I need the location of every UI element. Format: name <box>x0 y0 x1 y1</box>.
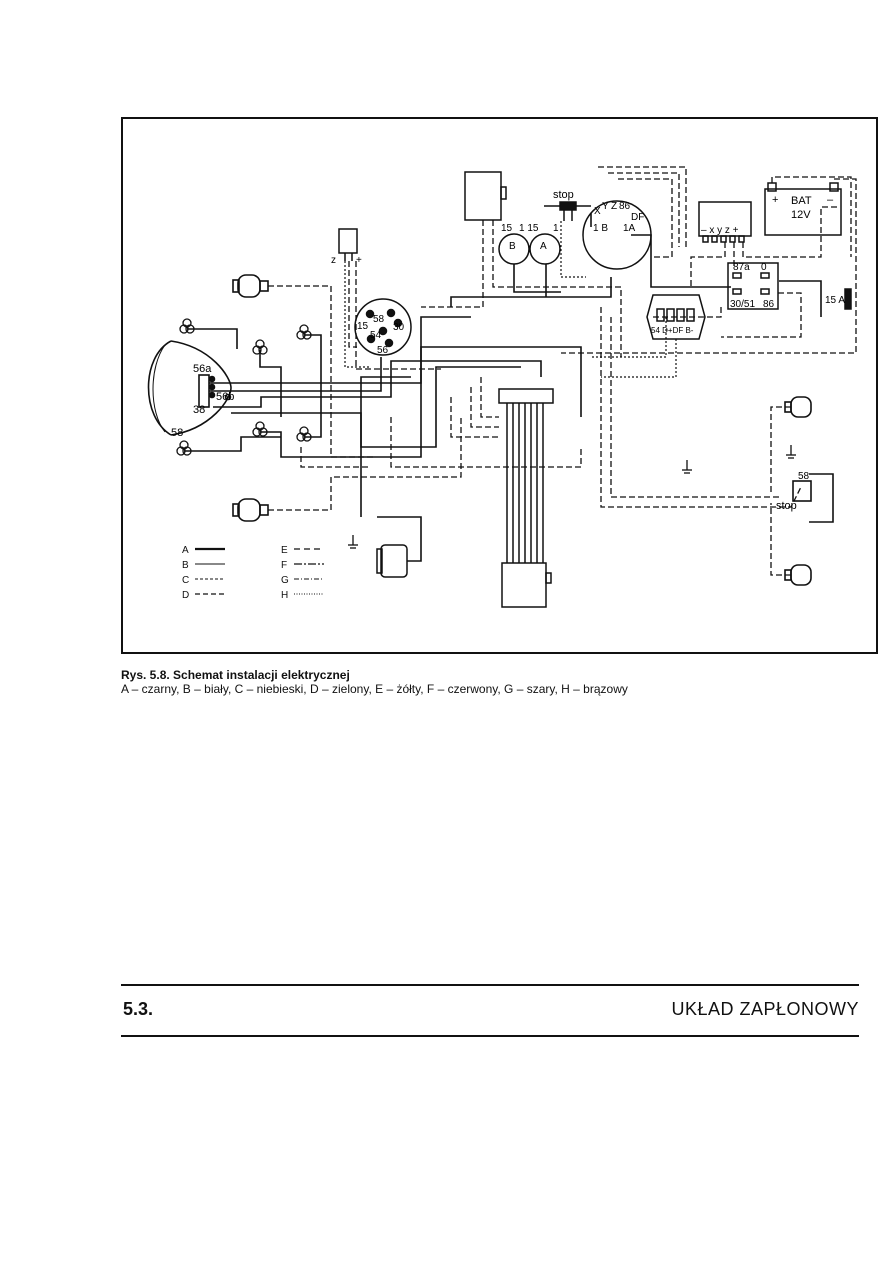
label-plus: + <box>356 255 362 266</box>
switch-label-56: 56 <box>377 345 389 356</box>
switch-label-15: 15 <box>357 321 369 332</box>
legend-key-e: E <box>281 545 288 556</box>
label-stop-bottom: stop <box>776 500 797 512</box>
gen-label-z: Z <box>611 201 617 212</box>
gen-label-x: X <box>594 206 601 217</box>
tail-lamp <box>792 473 834 523</box>
wires-dashed <box>268 166 857 576</box>
connection-block <box>646 294 706 340</box>
section-rule-bottom <box>121 1035 859 1037</box>
relay-0: 0 <box>761 262 767 273</box>
legend-key-f: F <box>281 560 287 571</box>
coil-label-1: 1 <box>553 223 559 234</box>
label-58-headlamp: 58 <box>171 427 183 439</box>
coil-label-a: A <box>540 241 547 252</box>
gen-label-1a: 1A <box>623 223 636 234</box>
legend-key-c: C <box>182 575 189 586</box>
legend-key-b: B <box>182 560 189 571</box>
gen-label-86: 86 <box>619 201 631 212</box>
label-stop-top: stop <box>553 189 574 201</box>
label-12v: 12V <box>791 209 811 221</box>
wiring-diagram-svg: 56a 56b 38 58 15 58 30 54 56 <box>121 117 878 654</box>
legend-key-h: H <box>281 590 288 601</box>
coil-label-115: 1 15 <box>519 223 539 234</box>
label-56b: 56b <box>216 391 234 403</box>
label-38: 38 <box>193 404 205 416</box>
diagram-frame <box>121 117 878 654</box>
coil-label-b: B <box>509 241 516 252</box>
label-fuse: 15 A <box>825 295 845 306</box>
switch-label-30: 30 <box>393 322 405 333</box>
legend-key-g: G <box>281 575 289 586</box>
figure-caption: Rys. 5.8. Schemat instalacji elektryczne… <box>121 668 861 696</box>
label-bat: BAT <box>791 195 812 207</box>
gen-label-1b: 1 B <box>593 223 608 234</box>
label-rear-58: 58 <box>798 471 810 482</box>
label-56a: 56a <box>193 363 212 375</box>
ground-symbols <box>348 445 796 549</box>
caption-legend: A – czarny, B – biały, C – niebieski, D … <box>121 682 628 696</box>
relay-3051: 30/51 <box>730 299 755 310</box>
relay-87a: 87a <box>733 262 750 273</box>
fuse <box>844 288 852 310</box>
harness-connector <box>498 388 554 608</box>
relay <box>727 262 779 310</box>
section-rule-top <box>121 984 859 986</box>
block-terminals: 54 D+DF B- <box>651 326 694 335</box>
legend-key-d: D <box>182 590 189 601</box>
bat-minus: – <box>827 194 834 206</box>
line-legend: A B C D E F G H <box>182 545 324 601</box>
condenser <box>338 228 358 261</box>
regulator <box>698 201 752 243</box>
switch-label-58: 58 <box>373 314 385 325</box>
ignition-switch <box>354 298 412 356</box>
gen-label-df: DF <box>631 212 644 223</box>
coil-label-15: 15 <box>501 223 513 234</box>
regulator-terminals: – x y z + <box>701 225 739 236</box>
front-indicator-top <box>232 274 269 298</box>
stop-switch-top <box>544 201 591 221</box>
gen-label-y: Y <box>602 201 609 212</box>
headlamp <box>147 340 232 436</box>
switch-label-54: 54 <box>370 330 382 341</box>
wires-dotted <box>344 221 677 378</box>
section-number: 5.3. <box>123 999 154 1019</box>
relay-86: 86 <box>763 299 775 310</box>
bat-plus: + <box>772 194 778 206</box>
wiring-diagram: 56a 56b 38 58 15 58 30 54 56 <box>121 117 879 655</box>
caption-title: Rys. 5.8. Schemat instalacji elektryczne… <box>121 668 350 682</box>
legend-key-a: A <box>182 545 189 556</box>
section-title: UKŁAD ZAPŁONOWY <box>671 999 859 1019</box>
label-z: z <box>331 255 336 266</box>
